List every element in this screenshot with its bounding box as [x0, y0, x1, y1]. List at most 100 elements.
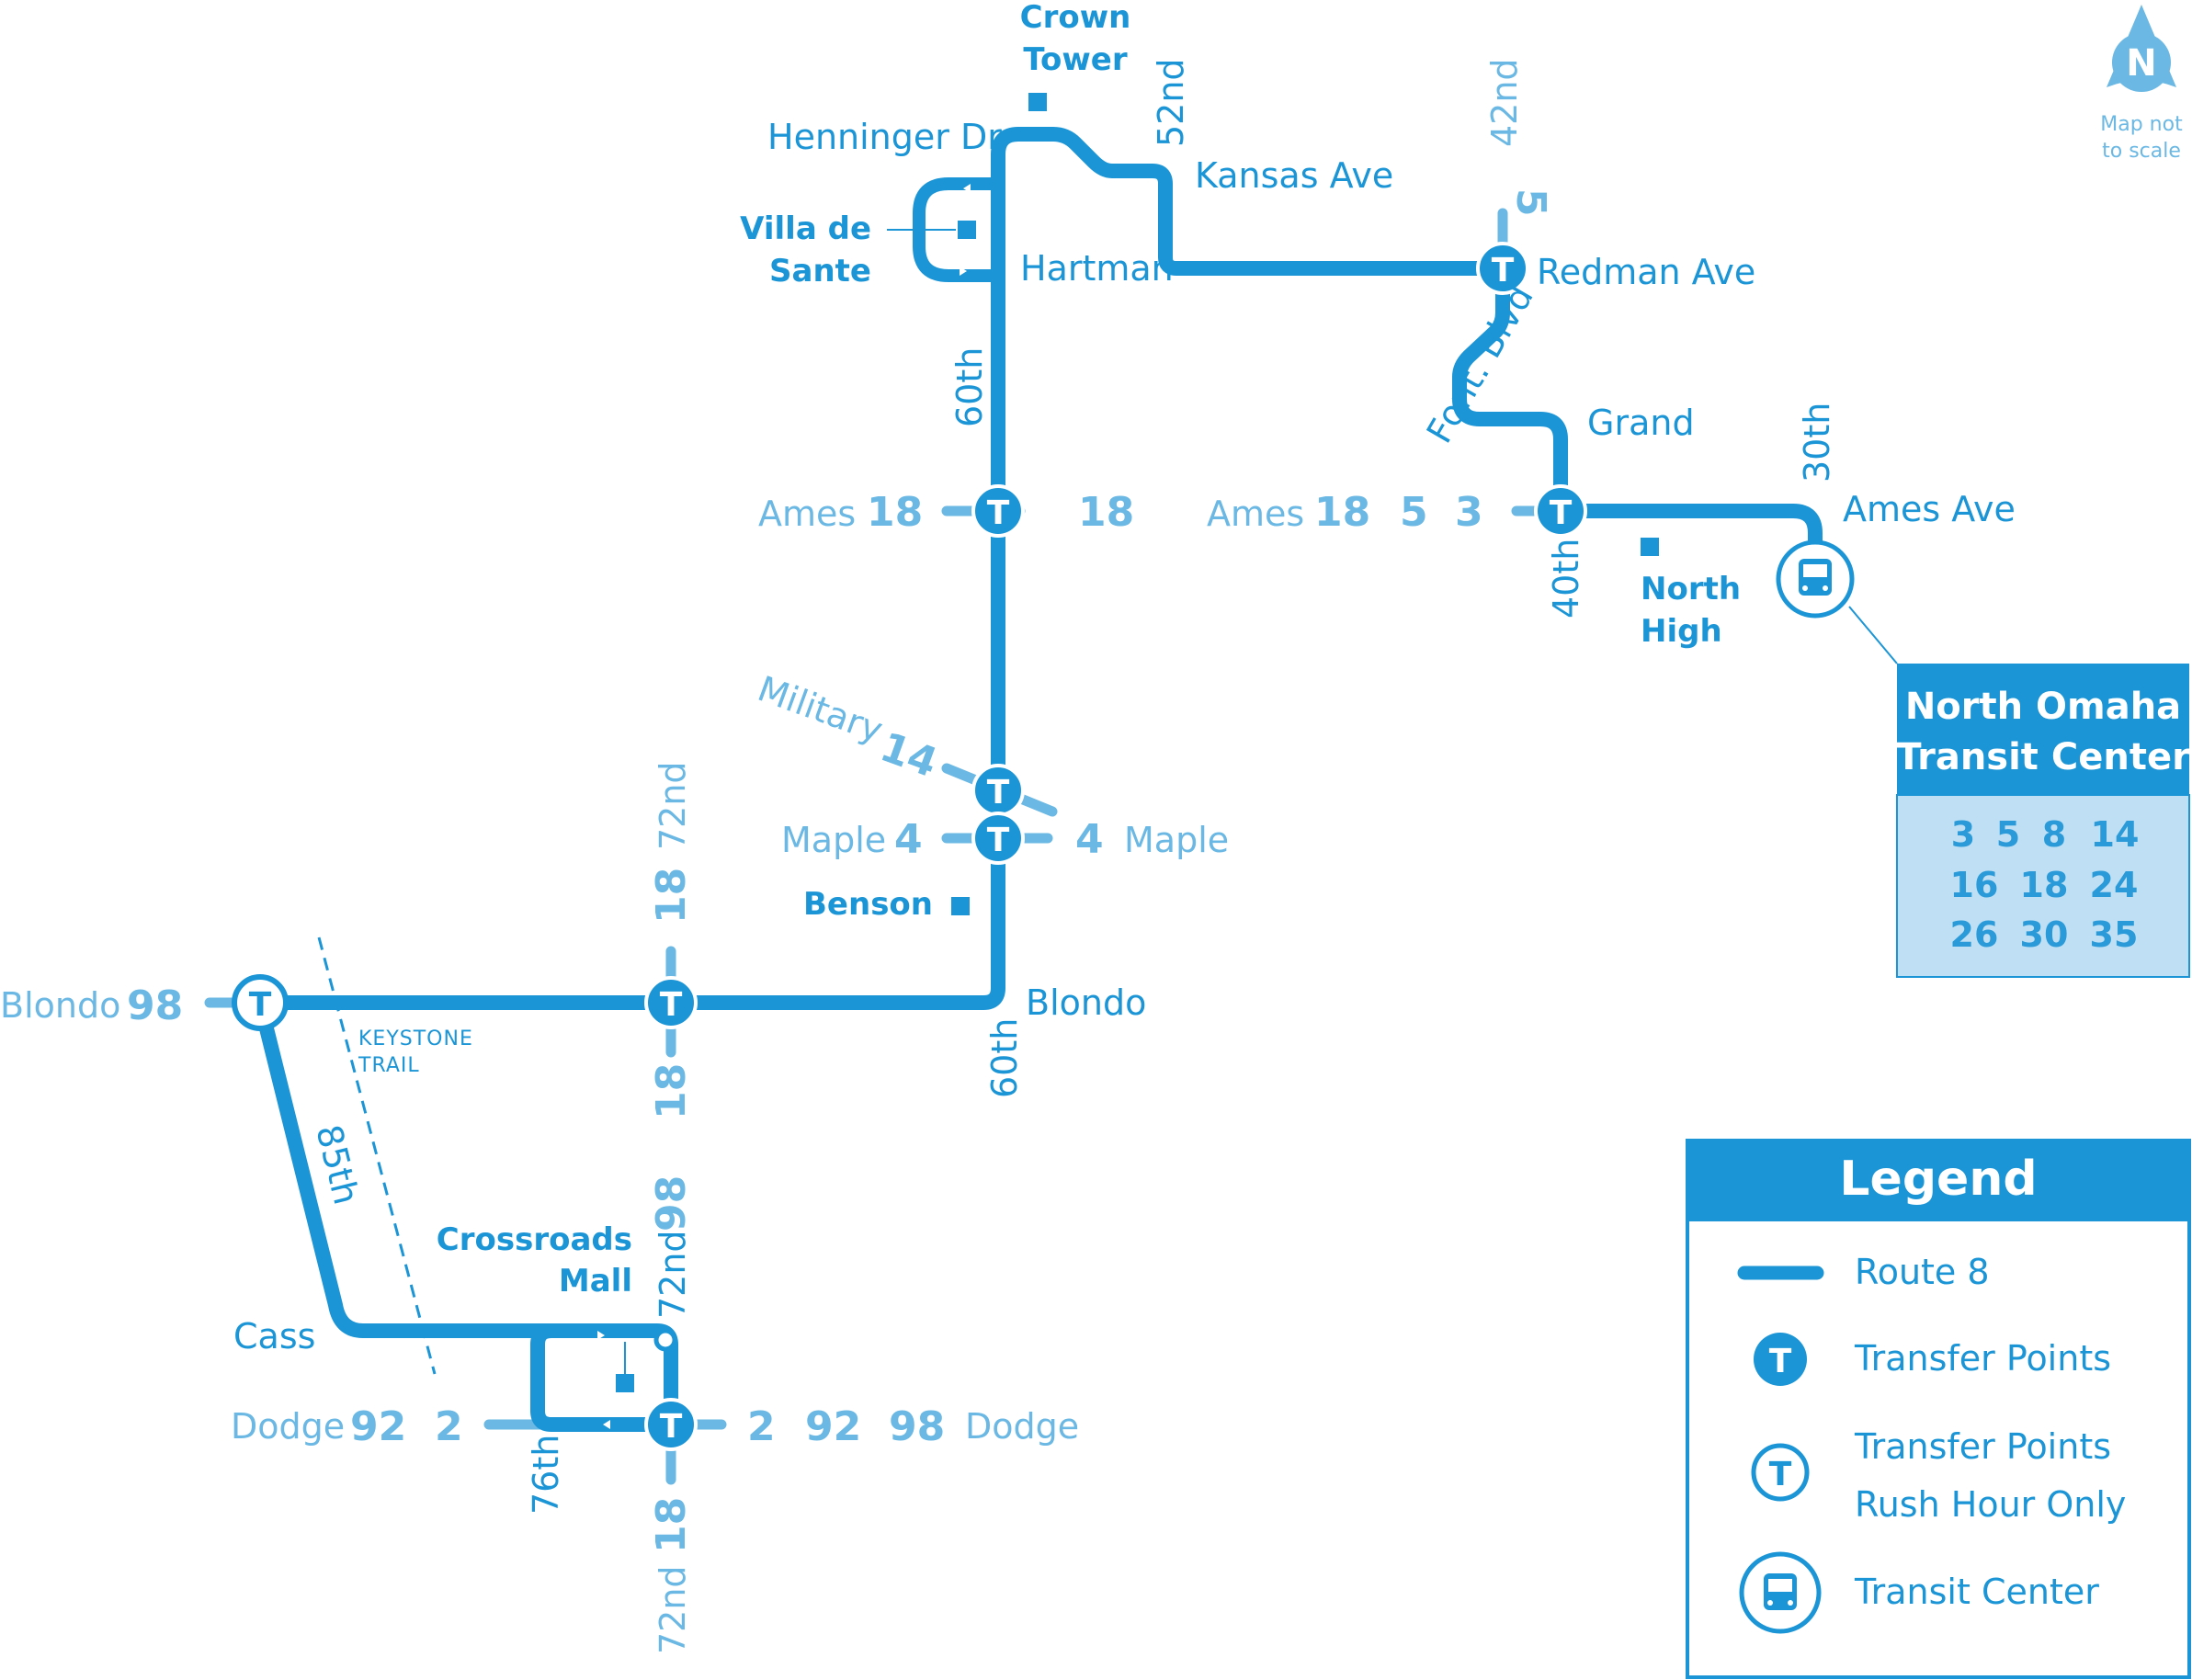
- svg-text:T: T: [987, 822, 1010, 859]
- legend-item-label: Transit Center: [1854, 1572, 2099, 1612]
- transit-center-title: Transit Center: [1896, 736, 2190, 778]
- svg-text:T: T: [249, 986, 272, 1024]
- svg-text:T: T: [1550, 494, 1573, 532]
- transfer-points: T T T T T T T T: [232, 242, 1587, 1451]
- street-label: 72nd: [653, 1230, 693, 1319]
- transfer-point-icon: T: [644, 976, 698, 1029]
- keystone-trail-line: [317, 936, 437, 1375]
- route-number: 98: [127, 982, 183, 1029]
- street-label: Blondo: [1026, 982, 1146, 1023]
- tc-route-number: 18: [2020, 865, 2069, 905]
- place-label: Sante: [769, 253, 871, 289]
- place-label: Tower: [1023, 41, 1128, 78]
- street-label: 60th: [949, 347, 990, 427]
- route-number: 4: [894, 816, 923, 863]
- route-number: 2: [435, 1403, 463, 1450]
- route-number: 18: [1314, 489, 1370, 536]
- svg-text:T: T: [987, 494, 1010, 532]
- transit-center-bus-icon: [1739, 1551, 1822, 1634]
- transit-center-panel: [1896, 664, 2190, 978]
- street-label: Cass: [233, 1316, 315, 1356]
- svg-text:T: T: [660, 1408, 683, 1446]
- legend-item-label: Transfer Points: [1854, 1426, 2111, 1467]
- transfer-point-icon: T: [971, 484, 1025, 538]
- tc-route-number: 24: [2090, 865, 2139, 905]
- crossroads-marker: [616, 1374, 634, 1392]
- tc-route-number: 30: [2020, 914, 2069, 955]
- place-label: North: [1641, 571, 1741, 607]
- legend-title: Legend: [1839, 1152, 2037, 1207]
- street-label: 42nd: [1484, 58, 1525, 147]
- street-label: Blondo: [0, 985, 120, 1026]
- route-number: 18: [867, 489, 923, 536]
- scale-note: to scale: [2102, 140, 2181, 163]
- legend-item-label: Rush Hour Only: [1855, 1484, 2126, 1525]
- place-label: Crossroads: [437, 1221, 632, 1258]
- route-number: 5: [1507, 188, 1554, 217]
- street-label: Hartman: [1020, 248, 1174, 289]
- street-label: Grand: [1587, 403, 1695, 443]
- route-number: 18: [648, 1063, 695, 1119]
- street-label: 52nd: [1151, 58, 1191, 147]
- transit-center-routes: 3 5 8 14 16 18 24 26 30 35: [1950, 814, 2140, 955]
- transit-center-bus-icon: [1776, 539, 1855, 619]
- transfer-point-icon: T: [1476, 242, 1529, 295]
- rush-hour-transfer-icon: T: [1751, 1443, 1810, 1502]
- transit-center-title: North Omaha: [1905, 686, 2181, 728]
- scale-note: Map not: [2100, 113, 2183, 136]
- svg-text:T: T: [1492, 252, 1515, 289]
- street-label: Ames: [1207, 494, 1304, 534]
- route-number: 98: [889, 1403, 945, 1450]
- street-label: Henninger Dr: [767, 117, 1002, 157]
- benson-marker: [951, 897, 970, 915]
- trail-label: TRAIL: [358, 1054, 420, 1077]
- svg-text:T: T: [1769, 1343, 1792, 1380]
- street-label: 30th: [1797, 403, 1837, 482]
- tc-route-number: 5: [1996, 814, 2020, 855]
- villa-marker: [958, 221, 976, 239]
- arrow-icon: [597, 1331, 605, 1340]
- stop-icon: [653, 1328, 677, 1352]
- rush-hour-transfer-icon: T: [232, 974, 289, 1031]
- street-label: Redman Ave: [1537, 252, 1755, 292]
- route-number: 3: [1455, 489, 1483, 536]
- street-label: Maple: [1124, 820, 1229, 860]
- tc-route-number: 35: [2090, 914, 2139, 955]
- arrow-icon: [603, 1420, 610, 1429]
- street-label: 72nd: [653, 761, 693, 850]
- transfer-point-icon: T: [971, 764, 1025, 817]
- street-label: 60th: [984, 1018, 1025, 1098]
- transfer-point-icon: T: [1534, 484, 1587, 538]
- street-label: 76th: [526, 1435, 566, 1515]
- tc-route-number: 3: [1951, 814, 1975, 855]
- street-label: Kansas Ave: [1195, 155, 1393, 196]
- place-label: Benson: [803, 886, 933, 923]
- tc-route-number: 14: [2091, 814, 2140, 855]
- transit-center-leader: [1848, 606, 1898, 664]
- route-number: 4: [1075, 816, 1104, 863]
- tc-route-number: 16: [1950, 865, 1999, 905]
- svg-text:T: T: [1769, 1456, 1792, 1493]
- route-number: 18: [648, 1497, 695, 1553]
- crown-tower-marker: [1028, 93, 1047, 111]
- svg-text:T: T: [987, 774, 1010, 812]
- street-label: Ames Ave: [1843, 489, 2016, 529]
- svg-text:T: T: [660, 986, 683, 1024]
- street-label: Dodge: [965, 1406, 1079, 1447]
- north-compass-icon: N: [2107, 5, 2176, 92]
- tc-route-number: 26: [1950, 914, 1999, 955]
- arrow-icon: [963, 184, 971, 193]
- place-label: Crown: [1020, 0, 1131, 36]
- route-number: 92: [350, 1403, 406, 1450]
- legend-item-label: Route 8: [1855, 1252, 1990, 1292]
- transfer-point-icon: T: [1754, 1333, 1807, 1386]
- arrow-icon: [960, 267, 967, 276]
- svg-text:N: N: [2126, 42, 2156, 85]
- place-label: High: [1641, 613, 1722, 650]
- route-number: 2: [747, 1403, 776, 1450]
- street-label: Military: [753, 668, 888, 750]
- legend-item-label: Transfer Points: [1854, 1338, 2111, 1379]
- route-number: 98: [648, 1175, 695, 1232]
- place-label: Mall: [559, 1263, 632, 1300]
